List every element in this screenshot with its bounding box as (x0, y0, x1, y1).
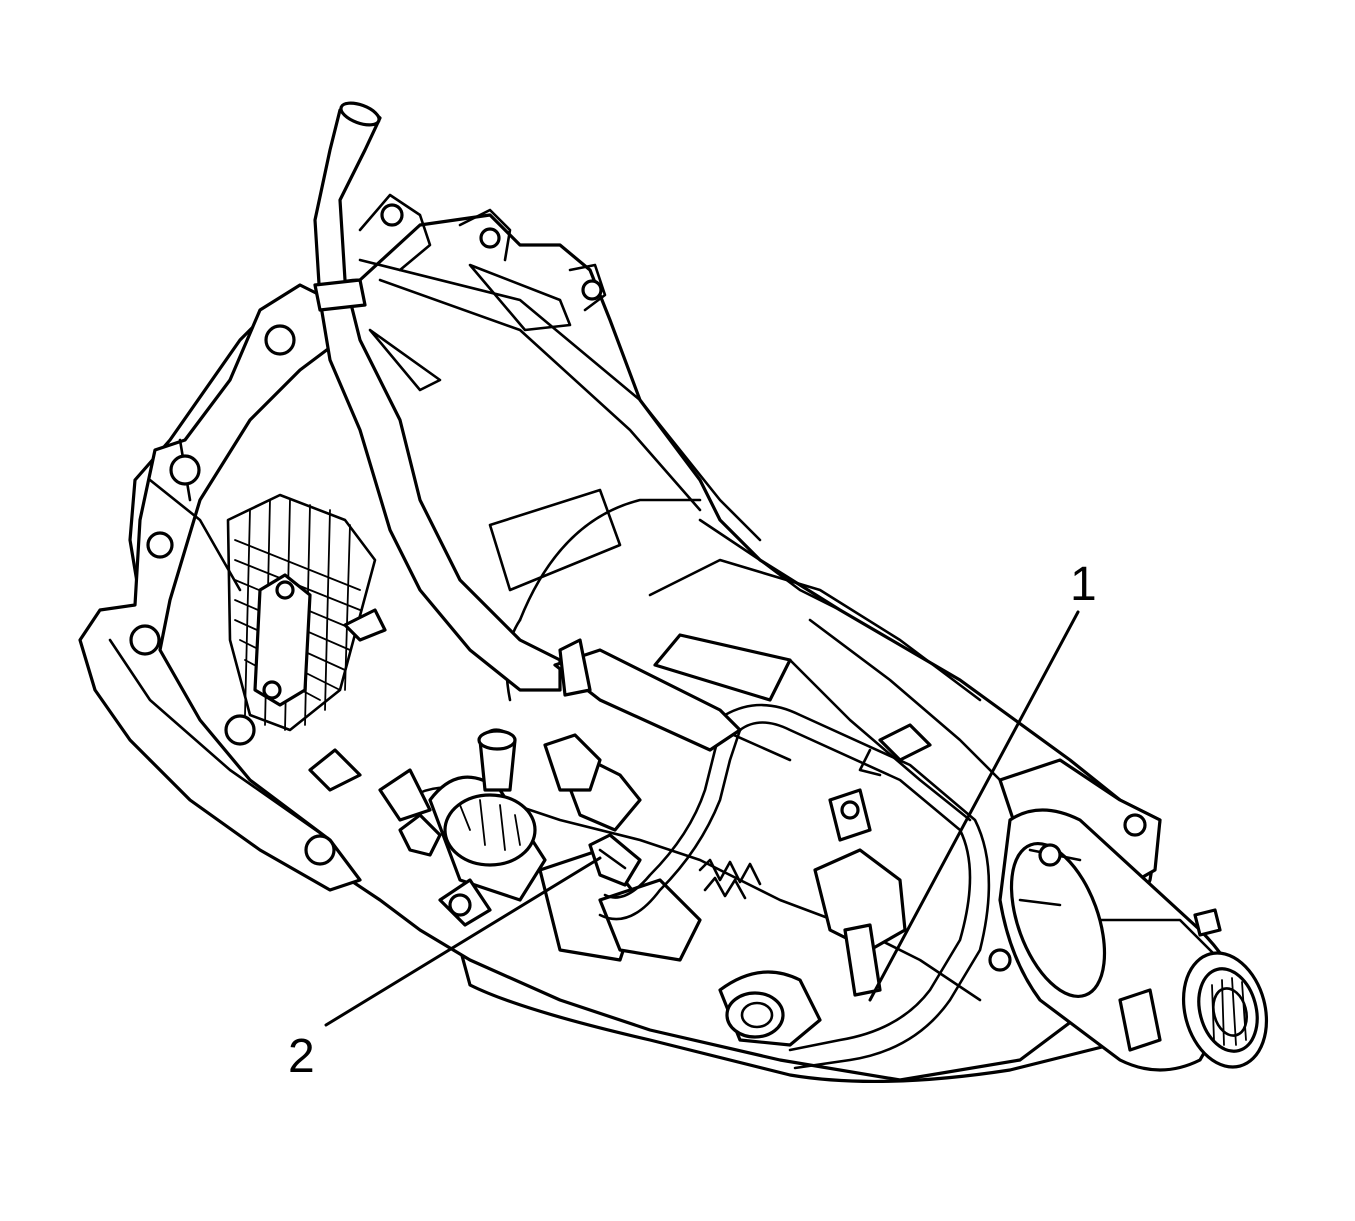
pressure-switch-connector (543, 733, 642, 887)
callout-label-2: 2 (288, 1030, 315, 1083)
callout-2: 2 (288, 856, 602, 1083)
output-shaft (1118, 908, 1269, 1069)
extension-housing (988, 758, 1242, 1072)
spring (698, 858, 762, 900)
callout-1: 1 (868, 558, 1097, 1002)
solenoid-assembly (718, 788, 907, 1047)
bell-housing (78, 283, 362, 892)
leader-line-2 (324, 856, 602, 1027)
leader-line-1 (868, 610, 1080, 1002)
wiring-harness-lower (598, 721, 972, 1052)
filler-tube (313, 101, 932, 777)
inspection-cover (253, 573, 312, 707)
transmission-assembly (78, 101, 1269, 1083)
callout-label-1: 1 (1070, 558, 1097, 611)
valve-body-area (308, 728, 982, 1002)
